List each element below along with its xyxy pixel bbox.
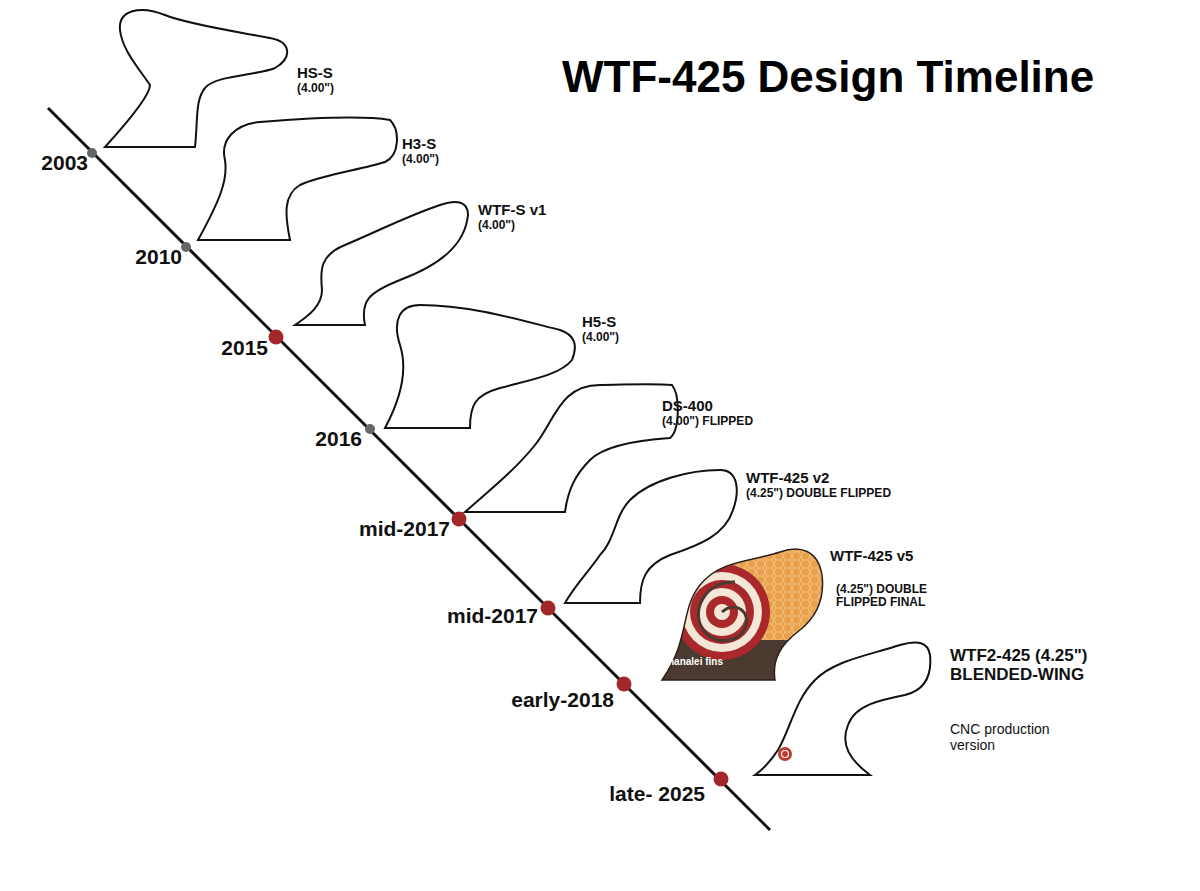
fin-outline bbox=[290, 195, 472, 327]
timeline-dot bbox=[714, 772, 729, 787]
year-label: mid-2017 bbox=[359, 517, 450, 541]
fin-spec: (4.00") bbox=[478, 219, 515, 232]
fin-outline bbox=[100, 5, 300, 155]
timeline-dot bbox=[181, 242, 191, 252]
fin-spec: (4.25") DOUBLE FLIPPED FINAL bbox=[836, 583, 958, 610]
timeline-dot bbox=[452, 512, 467, 527]
fin-spec: (4.00") bbox=[297, 82, 334, 95]
year-label: 2016 bbox=[315, 427, 362, 451]
fin-node: WTF2-425 (4.25") BLENDED-WING CNC product… bbox=[752, 638, 1126, 778]
fin-node: WTF-S v1(4.00") bbox=[290, 195, 550, 327]
timeline-dot bbox=[541, 601, 556, 616]
fin-node: WTF-425 v5 (4.25") DOUBLE FLIPPED FINAL ha… bbox=[660, 543, 962, 683]
fin-outline bbox=[382, 300, 580, 430]
year-label: 2003 bbox=[41, 151, 88, 175]
timeline-dot bbox=[269, 330, 284, 345]
fin-outline bbox=[195, 112, 405, 244]
fin-artwork bbox=[660, 540, 830, 683]
fin-node: H5-S(4.00") bbox=[382, 300, 623, 430]
fin-node: DS-400(4.00") FLIPPED bbox=[462, 380, 757, 514]
fin-spec: (4.00") bbox=[582, 331, 619, 344]
year-label: 2015 bbox=[221, 336, 268, 360]
fin-name: H3-S bbox=[402, 136, 436, 153]
fin-name: H5-S bbox=[582, 314, 616, 331]
fin-node: HS-S(4.00") bbox=[100, 5, 338, 155]
timeline-dot bbox=[87, 148, 97, 158]
year-label: late- 2025 bbox=[609, 782, 705, 806]
timeline-dot bbox=[365, 424, 375, 434]
diagram-title: WTF-425 Design Timeline bbox=[562, 52, 1094, 102]
fin-name: WTF-S v1 bbox=[478, 202, 546, 219]
fin-spec: CNC production version bbox=[950, 722, 1090, 753]
fin-spec: (4.25") DOUBLE FLIPPED bbox=[746, 487, 891, 500]
fin-outline bbox=[462, 380, 684, 514]
fin-spec: (4.00") bbox=[402, 153, 439, 166]
timeline-line bbox=[48, 108, 770, 830]
fin-spec: (4.00") FLIPPED bbox=[662, 415, 753, 428]
fin-name: DS-400 bbox=[662, 398, 713, 415]
fin-name: WTF-425 v2 bbox=[746, 470, 829, 487]
brand-logo-text: hanalei fins bbox=[668, 656, 723, 667]
year-label: mid-2017 bbox=[447, 604, 538, 628]
year-label: 2010 bbox=[135, 245, 182, 269]
fin-name: WTF-425 v5 bbox=[830, 548, 913, 565]
fin-outline bbox=[752, 638, 937, 778]
year-label: early-2018 bbox=[511, 688, 614, 712]
fin-name: HS-S bbox=[297, 65, 333, 82]
fin-node: H3-S(4.00") bbox=[195, 112, 443, 244]
timeline-dot bbox=[617, 677, 632, 692]
logo-mark bbox=[778, 747, 792, 761]
fin-name: WTF2-425 (4.25") BLENDED-WING bbox=[950, 646, 1122, 684]
